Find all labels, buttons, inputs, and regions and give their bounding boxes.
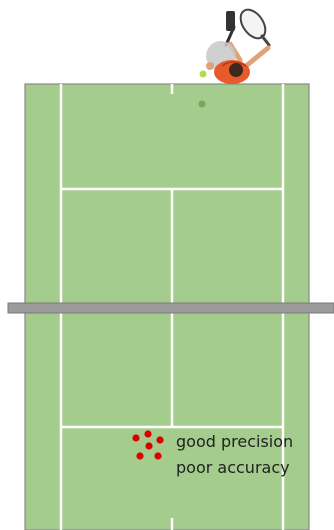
shot-dot <box>145 442 152 449</box>
annotation-line-2: poor accuracy <box>176 458 290 477</box>
shot-dot <box>154 452 161 459</box>
ball-shadow <box>199 101 206 108</box>
shot-dot <box>132 434 139 441</box>
shot-dot <box>144 430 151 437</box>
tennis-player-top-view-icon <box>206 5 270 84</box>
net <box>8 303 334 313</box>
annotation-line-1: good precision <box>176 432 293 451</box>
shot-dot <box>156 436 163 443</box>
tennis-ball-icon <box>200 71 207 78</box>
shot-dot <box>136 452 143 459</box>
